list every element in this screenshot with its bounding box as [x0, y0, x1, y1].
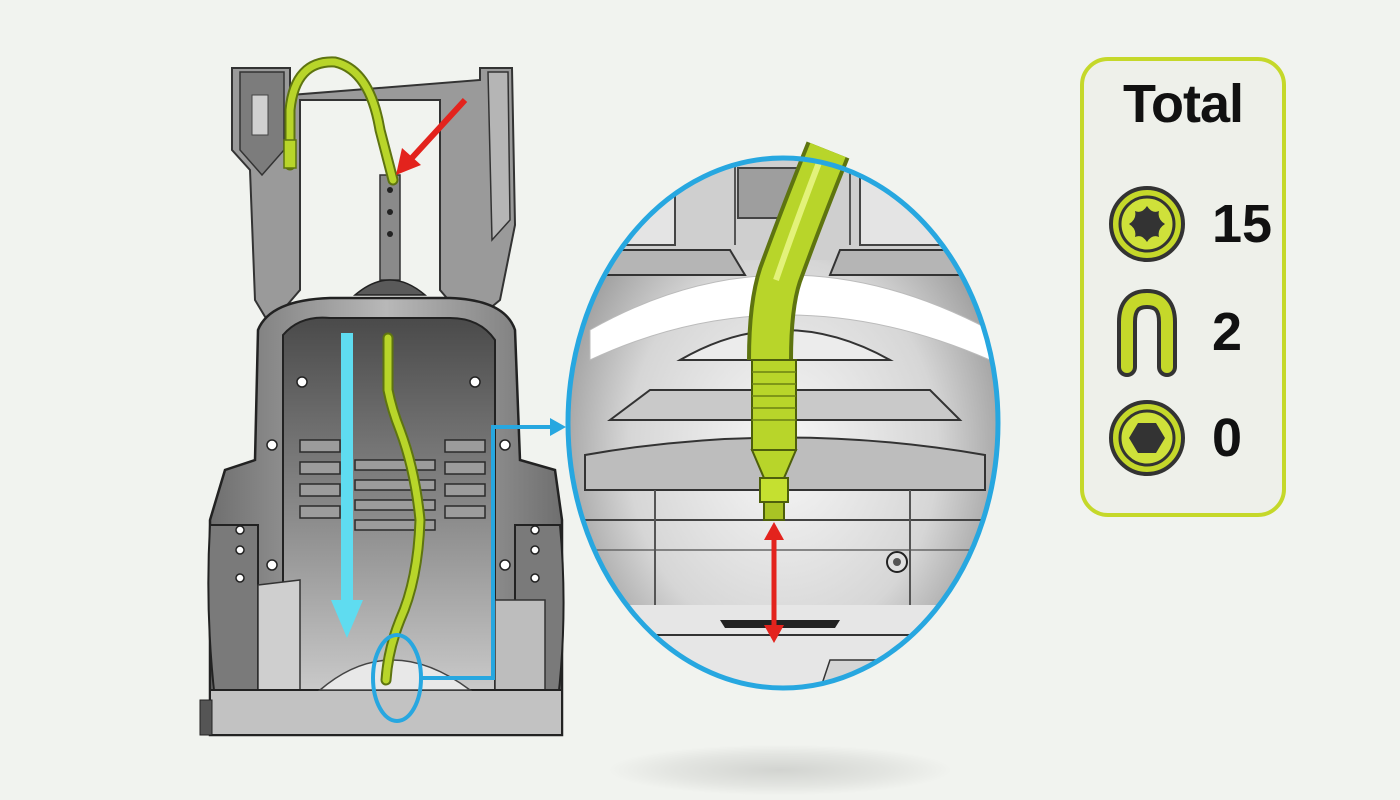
zoom-detail-view [565, 141, 1001, 691]
machine-hose [284, 56, 426, 686]
zoom-border [565, 155, 1001, 691]
hex-screw-count: 0 [1212, 408, 1243, 468]
detail-callout [371, 425, 555, 723]
totals-panel: Total 15 2 0 [1080, 57, 1286, 517]
u-clip-count-row: 2 [1102, 287, 1282, 377]
u-clip-count: 2 [1212, 302, 1243, 362]
connection-pointer-arrow [396, 97, 468, 175]
hex-screw-icon [1109, 400, 1185, 476]
floor-shadow [610, 745, 950, 795]
torx-screw-count-row: 15 [1102, 179, 1282, 269]
pressure-washer-machine [199, 67, 565, 737]
u-clip-icon [1117, 288, 1177, 377]
callout-arrowhead [550, 418, 566, 436]
hex-screw-count-row: 0 [1102, 393, 1282, 483]
totals-title: Total [1123, 74, 1244, 134]
torx-screw-count: 15 [1212, 194, 1273, 254]
gap-distance-arrow [764, 522, 784, 643]
flow-direction-arrow [331, 333, 363, 638]
zoom-hose [747, 141, 850, 521]
torx-screw-icon [1109, 186, 1185, 262]
